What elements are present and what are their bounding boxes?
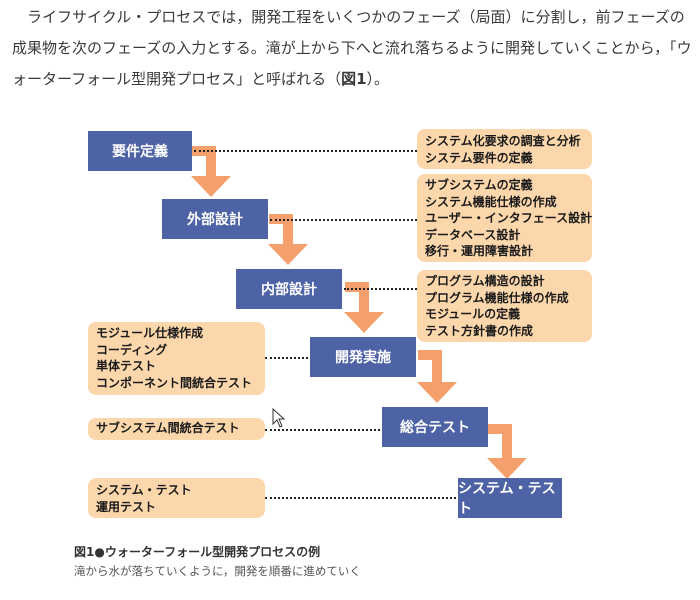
connector-line-4 <box>265 357 308 359</box>
note-line: ユーザー・インタフェース設計 <box>425 211 593 225</box>
intro-text-end: ）。 <box>366 70 390 88</box>
note-line: プログラム機能仕様の作成 <box>425 290 569 305</box>
intro-text: ライフサイクル・プロセスでは，開発工程をいくつかのフェーズ（局面）に分割し，前フ… <box>12 8 692 88</box>
note-line: 単体テスト <box>96 359 157 373</box>
phase-external-design: 外部設計 <box>162 199 268 239</box>
note-line: システム・テスト <box>96 483 192 497</box>
flow-arrow-3 <box>344 282 384 333</box>
note-line: モジュール仕様作成 <box>96 326 204 340</box>
flow-arrow-5 <box>487 424 527 479</box>
note-line: システム要件の定義 <box>425 150 533 165</box>
note-line: モジュールの定義 <box>425 307 521 321</box>
note-line: システム化要求の調査と分析 <box>425 134 581 148</box>
connector-line-5 <box>265 429 380 431</box>
note-system-test: システム・テスト 運用テスト <box>88 478 265 518</box>
flow-arrow-2 <box>268 214 308 265</box>
phase-requirements-definition: 要件定義 <box>88 131 192 171</box>
note-line: コーディング <box>96 342 168 357</box>
note-external-design: サブシステムの定義 システム機能仕様の作成 ユーザー・インタフェース設計 データ… <box>417 174 592 262</box>
note-line: システム機能仕様の作成 <box>425 194 557 209</box>
phase-system-test: システム・テスト <box>458 478 562 518</box>
note-line: データベース設計 <box>425 227 521 242</box>
connector-line-6 <box>265 497 456 499</box>
note-internal-design: プログラム構造の設計 プログラム機能仕様の作成 モジュールの定義 テスト方針書の… <box>417 270 592 342</box>
note-line: 移行・運用障害設計 <box>425 244 534 258</box>
flow-arrow-1 <box>191 146 231 197</box>
note-line: サブシステム間統合テスト <box>96 421 240 435</box>
phase-internal-design: 内部設計 <box>236 269 342 309</box>
note-line: テスト方針書の作成 <box>425 323 534 338</box>
phase-development: 開発実施 <box>310 337 416 377</box>
note-requirements: システム化要求の調査と分析 システム要件の定義 <box>417 129 592 169</box>
figure-caption: 図1●ウォーターフォール型開発プロセスの例 <box>74 545 321 559</box>
connector-line-3 <box>344 288 417 290</box>
note-integration-test: サブシステム間統合テスト <box>88 418 265 440</box>
note-line: コンポーネント間統合テスト <box>96 375 253 390</box>
note-line: サブシステムの定義 <box>425 178 533 192</box>
note-line: 運用テスト <box>96 499 157 514</box>
note-development: モジュール仕様作成 コーディング 単体テスト コンポーネント間統合テスト <box>88 322 265 395</box>
mouse-cursor-icon <box>272 408 286 428</box>
connector-line-1 <box>194 150 417 152</box>
phase-integration-test: 総合テスト <box>382 407 488 447</box>
connector-line-2 <box>270 219 417 221</box>
intro-paragraph: ライフサイクル・プロセスでは，開発工程をいくつかのフェーズ（局面）に分割し，前フ… <box>12 2 692 95</box>
figure-subcaption: 滝から水が落ちていくように，開発を順番に進めていく <box>74 564 361 578</box>
note-line: プログラム構造の設計 <box>425 274 545 288</box>
flow-arrow-4 <box>417 350 457 403</box>
figure-reference: 図1 <box>341 70 367 88</box>
